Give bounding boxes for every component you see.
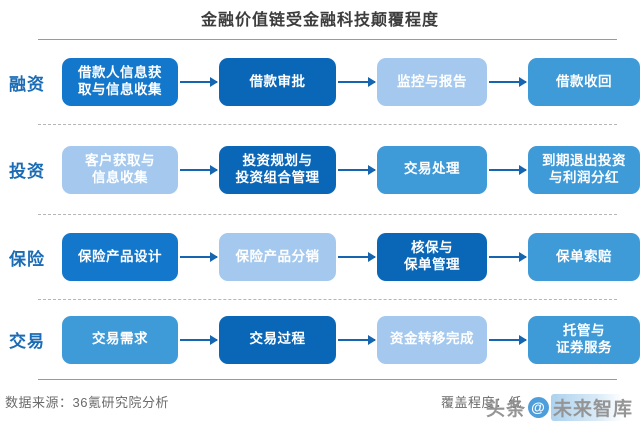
row-divider <box>38 299 617 300</box>
flow-step-box: 交易需求 <box>62 315 178 364</box>
flow-step-box: 到期退出投资 与利润分红 <box>528 145 640 194</box>
row-label: 保险 <box>9 249 45 269</box>
flow-step-box: 交易处理 <box>377 145 487 194</box>
arrow-right-icon <box>489 252 527 262</box>
row-label: 交易 <box>9 332 45 351</box>
row-divider <box>38 214 617 215</box>
arrow-right-icon <box>180 164 218 175</box>
flow-row-financing: 融资 借款人信息获 取与信息收集 借款审批 监控与报告 借款收回 <box>0 40 640 124</box>
row-label: 融资 <box>9 74 45 94</box>
flow-step-box: 保单索赔 <box>528 233 640 281</box>
flow-step-box: 核保与 保单管理 <box>377 233 487 281</box>
watermark-brand-text: 未来智库 <box>550 393 635 421</box>
arrow-right-icon <box>338 334 376 345</box>
flow-row-trading: 交易 交易需求 交易过程 资金转移完成 托管与 证券服务 <box>0 300 640 379</box>
arrow-right-icon <box>180 252 218 262</box>
flow-row-investment: 投资 客户获取与 信息收集 投资规划与 投资组合管理 交易处理 到期退出投资 与… <box>0 125 640 214</box>
arrow-right-icon <box>338 77 376 87</box>
row-divider <box>38 124 617 125</box>
title-divider <box>38 39 617 40</box>
data-source-text: 数据来源：36氪研究院分析 <box>5 395 169 410</box>
flow-step-box: 托管与 证券服务 <box>528 315 640 364</box>
coverage-legend-text: 覆盖程度：低 <box>440 395 522 410</box>
row-label: 投资 <box>9 162 45 181</box>
arrow-right-icon <box>489 334 527 345</box>
flow-step-box: 投资规划与 投资组合管理 <box>219 145 336 194</box>
footer: 数据来源：36氪研究院分析 覆盖程度：低 <box>0 380 640 411</box>
flow-step-box: 客户获取与 信息收集 <box>62 145 178 194</box>
arrow-right-icon <box>338 252 376 262</box>
arrow-right-icon <box>180 334 218 345</box>
flow-rows: 融资 借款人信息获 取与信息收集 借款审批 监控与报告 借款收回 投资 客户获取… <box>0 40 640 379</box>
at-sign-icon: @ <box>527 396 549 418</box>
page-title: 金融价值链受金融科技颠覆程度 <box>200 12 439 29</box>
arrow-right-icon <box>489 164 527 175</box>
watermark-prefix-text: 头条 <box>485 398 526 420</box>
flow-row-insurance: 保险 保险产品设计 保险产品分销 核保与 保单管理 保单索赔 <box>0 215 640 299</box>
footer-divider <box>38 379 617 380</box>
flow-step-box: 借款审批 <box>219 58 336 106</box>
arrow-right-icon <box>489 77 527 87</box>
flow-step-box: 交易过程 <box>219 315 336 364</box>
flow-step-box: 资金转移完成 <box>377 315 487 364</box>
flow-step-box: 保险产品设计 <box>62 233 178 281</box>
arrow-right-icon <box>338 164 376 175</box>
watermark: 头条 @ 未来智库 <box>486 392 635 422</box>
flow-step-box: 监控与报告 <box>377 58 487 106</box>
flow-step-box: 保险产品分销 <box>219 233 336 281</box>
flow-step-box: 借款人信息获 取与信息收集 <box>62 58 178 106</box>
flow-step-box: 借款收回 <box>528 58 640 106</box>
arrow-right-icon <box>180 77 218 87</box>
